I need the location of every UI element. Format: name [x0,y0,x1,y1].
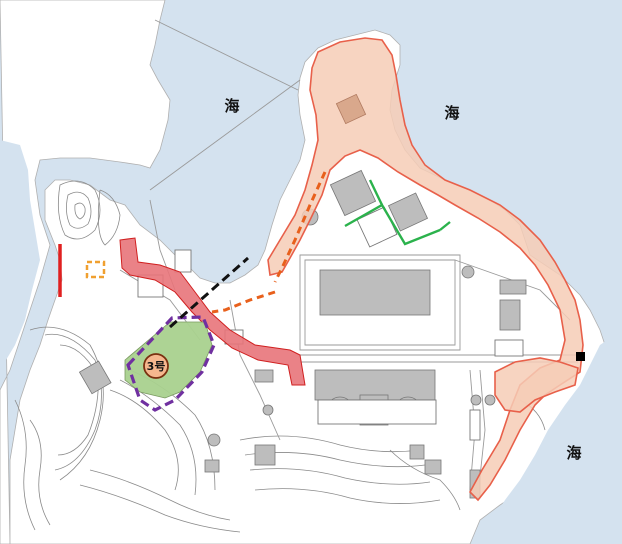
black-dashed-line [169,256,249,329]
building-in-zone [335,93,367,125]
yellow-dashed-square [85,260,106,279]
unit-3-label: 3号 [147,360,166,373]
unit-3-area [124,321,213,399]
red-zone-corridor [119,237,306,386]
unit-3-marker: 3号 [143,353,169,379]
green-route [344,179,451,246]
sea-label-northeast: 海 [444,104,459,122]
unit-marker-icon [143,353,169,379]
sea-area-southeast [485,330,622,544]
sea-area-west [0,140,40,370]
sea-label-southeast: 海 [566,444,581,462]
orange-zone-east-loop [494,357,579,413]
sea-label-north: 海 [224,97,239,115]
orange-dashed-route-north [273,171,327,283]
orange-dashed-route-south [211,290,276,314]
endpoint-marker [576,352,585,361]
buildings [78,169,527,499]
